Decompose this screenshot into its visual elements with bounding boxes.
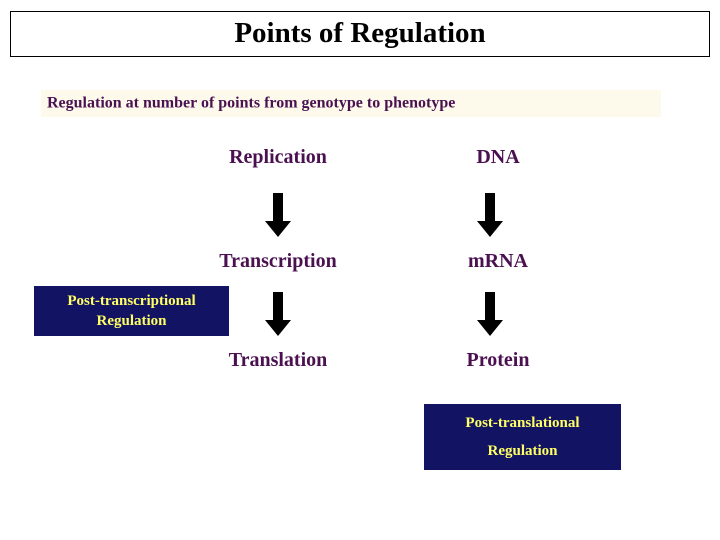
arrow-head (265, 320, 291, 336)
flow-label-dna: DNA (476, 146, 520, 168)
callout-line-1: Post-transcriptional (67, 293, 196, 309)
flow-label-mrna: mRNA (468, 250, 528, 272)
arrow-shaft (485, 292, 495, 322)
title-box: Points of Regulation (10, 11, 710, 57)
down-arrow-icon-dna (477, 193, 503, 237)
arrow-shaft (273, 193, 283, 223)
arrow-head (477, 320, 503, 336)
down-arrow-icon-transcription (265, 292, 291, 336)
callout-line-2: Regulation (96, 313, 167, 329)
flow-label-replication: Replication (229, 146, 327, 168)
arrow-shaft (485, 193, 495, 223)
callout-post-transcriptional-regulation: Post-transcriptional Regulation (34, 286, 229, 336)
callout-line-1: Post-translational (465, 414, 580, 431)
arrow-shaft (273, 292, 283, 322)
flow-label-transcription: Transcription (219, 250, 337, 272)
down-arrow-icon-replication (265, 193, 291, 237)
subtitle-text: Regulation at number of points from geno… (47, 94, 456, 112)
callout-post-translational-regulation: Post-translational Regulation (424, 404, 621, 470)
callout-line-2: Regulation (487, 443, 558, 460)
arrow-head (265, 221, 291, 237)
down-arrow-icon-mrna (477, 292, 503, 336)
flow-label-protein: Protein (466, 349, 530, 371)
page-title: Points of Regulation (234, 16, 486, 49)
flow-label-translation: Translation (228, 349, 328, 371)
arrow-head (477, 221, 503, 237)
subtitle-band: Regulation at number of points from geno… (41, 90, 661, 117)
